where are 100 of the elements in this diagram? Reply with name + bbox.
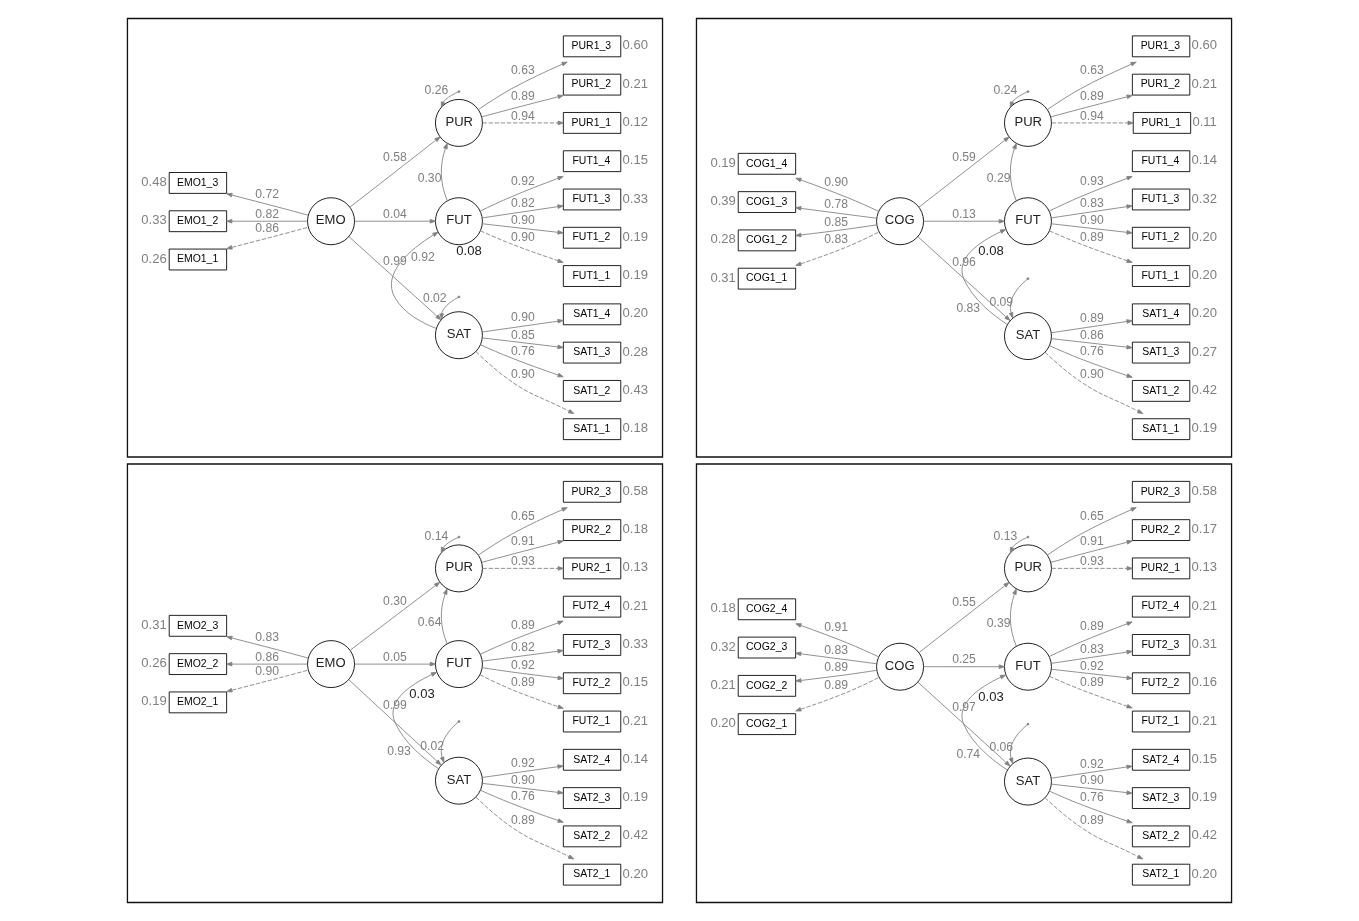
arrow [918, 136, 1010, 208]
edge-label: 0.24 [993, 83, 1018, 98]
node-box: FUT2_1 [1131, 710, 1191, 733]
edge-label: 0.13 [993, 528, 1018, 543]
node-label: 0.17 [1191, 521, 1217, 537]
arrow [354, 661, 436, 667]
edge-label: 0.76 [511, 789, 535, 803]
edge-label: 0.93 [1080, 554, 1104, 569]
arrow [480, 344, 564, 378]
node-label: 0.48 [141, 173, 167, 189]
arrow [1050, 204, 1133, 219]
node-box: FUT1_3 [1131, 188, 1191, 211]
arrow [435, 721, 459, 766]
node-box: SAT2_3 [562, 787, 622, 809]
edge-label: 0.63 [511, 63, 535, 78]
node-box: SAT1_3 [562, 341, 622, 364]
node-label: 0.33 [622, 636, 648, 651]
node-box: COG2_2 [737, 674, 797, 697]
edge-label: 0.99 [383, 253, 407, 268]
arrow [1046, 61, 1137, 111]
arrow [477, 61, 568, 111]
node-label: 0.20 [622, 865, 648, 881]
edge-label: 0.25 [952, 652, 976, 667]
edge-label: 0.93 [387, 744, 411, 759]
node-label: 0.58 [622, 482, 648, 498]
node-box: COG1_4 [737, 152, 797, 175]
node-box: PUR2_2 [562, 519, 622, 541]
arrow [795, 224, 878, 238]
edge-label: 0.76 [511, 343, 535, 358]
node-box: SAT2_3 [1131, 787, 1191, 809]
edge-label: 0.89 [1080, 88, 1104, 103]
arrow [1049, 345, 1133, 378]
node-label: 0.31 [710, 269, 736, 285]
node-label: 0.20 [1191, 267, 1217, 283]
arrow [795, 231, 880, 266]
node-box: EMO1_3 [168, 172, 228, 194]
arrow [440, 143, 448, 201]
arrow [481, 223, 564, 235]
node-box: FUT1_1 [1131, 265, 1191, 287]
node-label: 0.20 [710, 715, 736, 731]
node-label: 0.33 [141, 212, 167, 228]
node-box: PUR2_2 [1131, 519, 1191, 541]
edge-label: 0.76 [1080, 344, 1104, 359]
node-label: 0.19 [1191, 420, 1217, 436]
node-box: PUR1_2 [562, 73, 622, 96]
node-label: 0.42 [622, 827, 648, 843]
arrow [1049, 230, 1133, 263]
edge-label: 0.86 [1080, 327, 1104, 342]
node-box: SAT1_2 [562, 380, 622, 402]
node-label: 0.08 [456, 243, 482, 259]
edge-label: 0.92 [511, 657, 535, 672]
edge-label: 0.83 [824, 232, 848, 247]
arrow [1048, 176, 1133, 212]
arrow [226, 669, 309, 693]
node-label: 0.14 [1191, 152, 1217, 168]
node-box: PUR1_1 [562, 112, 622, 134]
edge-label: 0.85 [511, 327, 535, 342]
edge-label: 0.90 [511, 773, 535, 788]
arrow [481, 94, 564, 118]
edge-label: 0.90 [255, 663, 279, 678]
edge-label: 0.92 [411, 250, 435, 265]
node-label: 0.13 [622, 559, 648, 575]
edge-label: 0.02 [420, 738, 444, 753]
arrow [1009, 143, 1017, 201]
node-box: COG1_3 [737, 191, 797, 213]
arrow [1051, 566, 1133, 571]
edge-label: 0.83 [824, 642, 848, 657]
node-label: 0.20 [1191, 865, 1217, 881]
arrow [1050, 764, 1133, 779]
node-box: PUR1_2 [1131, 73, 1191, 96]
edge-label: 0.92 [511, 173, 535, 188]
arrow [1044, 797, 1144, 860]
node-label: 0.18 [622, 420, 648, 436]
arrow [1051, 120, 1134, 126]
edge-label: 0.76 [1080, 789, 1104, 804]
node-label: 0.19 [141, 693, 167, 709]
node-box: SAT2_1 [1131, 863, 1191, 886]
node-label: 0.03 [978, 688, 1004, 704]
arrow [479, 674, 564, 709]
edge-label: 0.89 [511, 88, 535, 103]
arrow [348, 236, 444, 321]
arrow [226, 635, 309, 659]
node-label: 0.13 [1191, 559, 1217, 575]
node-box: FUT2_2 [562, 672, 622, 695]
node-label: 0.16 [1191, 674, 1217, 690]
edge-label: 0.14 [424, 528, 449, 543]
edge-label: 0.85 [824, 214, 848, 229]
edge-label: 0.83 [956, 301, 981, 316]
arrow [481, 782, 564, 795]
cluster [695, 463, 1233, 904]
edge-label: 0.92 [511, 755, 535, 770]
node-circle: FUT [1004, 197, 1052, 246]
node-box: COG1_2 [737, 229, 797, 252]
edge-label: 0.91 [824, 620, 848, 635]
arrow [349, 581, 441, 651]
node-box: SAT1_1 [562, 418, 622, 441]
arrow [1009, 588, 1017, 647]
edge-label: 0.82 [511, 640, 535, 655]
node-label: 0.20 [1191, 305, 1217, 321]
node-label: 0.28 [622, 343, 648, 359]
